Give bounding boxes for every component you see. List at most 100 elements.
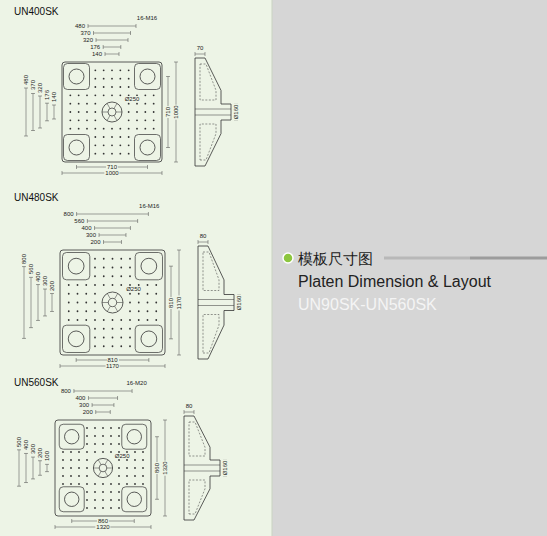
mould-hole xyxy=(94,284,96,286)
mould-hole xyxy=(112,328,114,330)
dimension: 800 xyxy=(63,211,75,217)
mould-hole xyxy=(68,319,70,321)
mould-hole xyxy=(142,451,144,453)
dimension: 200 xyxy=(49,280,55,292)
rib-cavity xyxy=(189,422,205,456)
mould-hole xyxy=(110,499,112,501)
mould-hole xyxy=(118,467,120,469)
bolt-spec: 16-M16 xyxy=(138,203,160,209)
mould-hole xyxy=(70,483,72,485)
mould-hole xyxy=(103,319,105,321)
ring-spoke xyxy=(115,306,118,311)
mould-hole xyxy=(94,302,96,304)
mould-hole xyxy=(155,319,157,321)
mould-hole xyxy=(94,111,96,113)
bullet xyxy=(283,253,293,263)
mould-hole xyxy=(134,459,136,461)
model-range: UN90SK-UN560SK xyxy=(298,297,437,313)
dimension-line xyxy=(92,405,114,406)
mould-hole xyxy=(78,459,80,461)
mould-hole xyxy=(111,94,113,96)
mould-hole xyxy=(128,153,130,155)
mould-hole xyxy=(111,136,113,138)
dimension-tick xyxy=(29,277,33,327)
mould-hole xyxy=(118,459,120,461)
ring-spoke xyxy=(107,306,110,311)
mould-hole xyxy=(77,319,79,321)
dimension: 800 xyxy=(60,388,72,394)
mould-hole xyxy=(94,136,96,138)
dimension-tick xyxy=(166,77,170,148)
mould-hole xyxy=(102,499,104,501)
dimension-line xyxy=(40,461,41,476)
left-panel xyxy=(0,0,272,536)
mould-hole xyxy=(94,69,96,71)
dimension-tick xyxy=(76,358,149,362)
nozzle-bore xyxy=(184,471,220,472)
dimension-line xyxy=(52,294,53,312)
dimension-line xyxy=(47,464,48,471)
mould-hole xyxy=(155,293,157,295)
mould-hole xyxy=(111,144,113,146)
mould-hole xyxy=(85,293,87,295)
title-bar xyxy=(384,257,470,260)
mould-hole xyxy=(129,258,131,260)
mould-hole xyxy=(128,144,130,146)
dimension: 370 xyxy=(79,30,91,36)
dimension: 480 xyxy=(74,23,86,29)
tie-bar-boss xyxy=(135,64,161,90)
mould-hole xyxy=(110,435,112,437)
mould-hole xyxy=(111,78,113,80)
dimension: 400 xyxy=(35,271,41,283)
mould-hole xyxy=(118,483,120,485)
dimension: 176 xyxy=(44,89,50,101)
dimension-tick xyxy=(99,233,126,237)
dimension-line xyxy=(47,103,48,121)
mould-hole xyxy=(126,459,128,461)
mould-hole xyxy=(94,337,96,339)
platen-section xyxy=(195,58,231,166)
mould-hole xyxy=(85,310,87,312)
mould-hole xyxy=(94,275,96,277)
mould-hole xyxy=(119,153,121,155)
locating-ring xyxy=(102,292,123,313)
mould-hole xyxy=(77,302,79,304)
mould-hole xyxy=(147,293,149,295)
platen-drawing xyxy=(60,246,234,359)
mould-hole xyxy=(147,284,149,286)
dimension-tick xyxy=(88,24,136,28)
dimension-tick xyxy=(38,461,42,476)
ring-spoke xyxy=(105,471,108,476)
mould-hole xyxy=(111,69,113,71)
mould-hole xyxy=(102,435,104,437)
mould-hole xyxy=(78,103,80,105)
mould-hole xyxy=(86,435,88,437)
dimension: 100 xyxy=(44,450,50,462)
mould-hole xyxy=(102,451,104,453)
tie-bar-hole xyxy=(127,430,141,444)
dimension-line xyxy=(96,40,128,41)
dimension-tick xyxy=(62,171,162,175)
bolt-spec: 16-M16 xyxy=(136,15,158,21)
mould-hole xyxy=(120,284,122,286)
mould-hole xyxy=(78,451,80,453)
mould-hole xyxy=(70,451,72,453)
bolt-spec: 16-M20 xyxy=(125,380,147,386)
mould-hole xyxy=(153,94,155,96)
dimension-tick xyxy=(31,94,35,131)
mould-hole xyxy=(62,459,64,461)
mould-hole xyxy=(103,267,105,269)
nozzle-hole xyxy=(108,108,116,116)
mould-hole xyxy=(78,119,80,121)
dimension-line xyxy=(77,214,149,215)
mould-hole xyxy=(94,78,96,80)
dimension-line xyxy=(95,228,131,229)
mould-hole xyxy=(86,111,88,113)
mould-hole xyxy=(94,491,96,493)
mould-hole xyxy=(118,427,120,429)
dimension-line xyxy=(45,289,46,316)
dimension-line xyxy=(33,457,34,479)
rib-cavity xyxy=(200,64,216,100)
mould-hole xyxy=(103,284,105,286)
dimension-tick xyxy=(77,165,148,169)
